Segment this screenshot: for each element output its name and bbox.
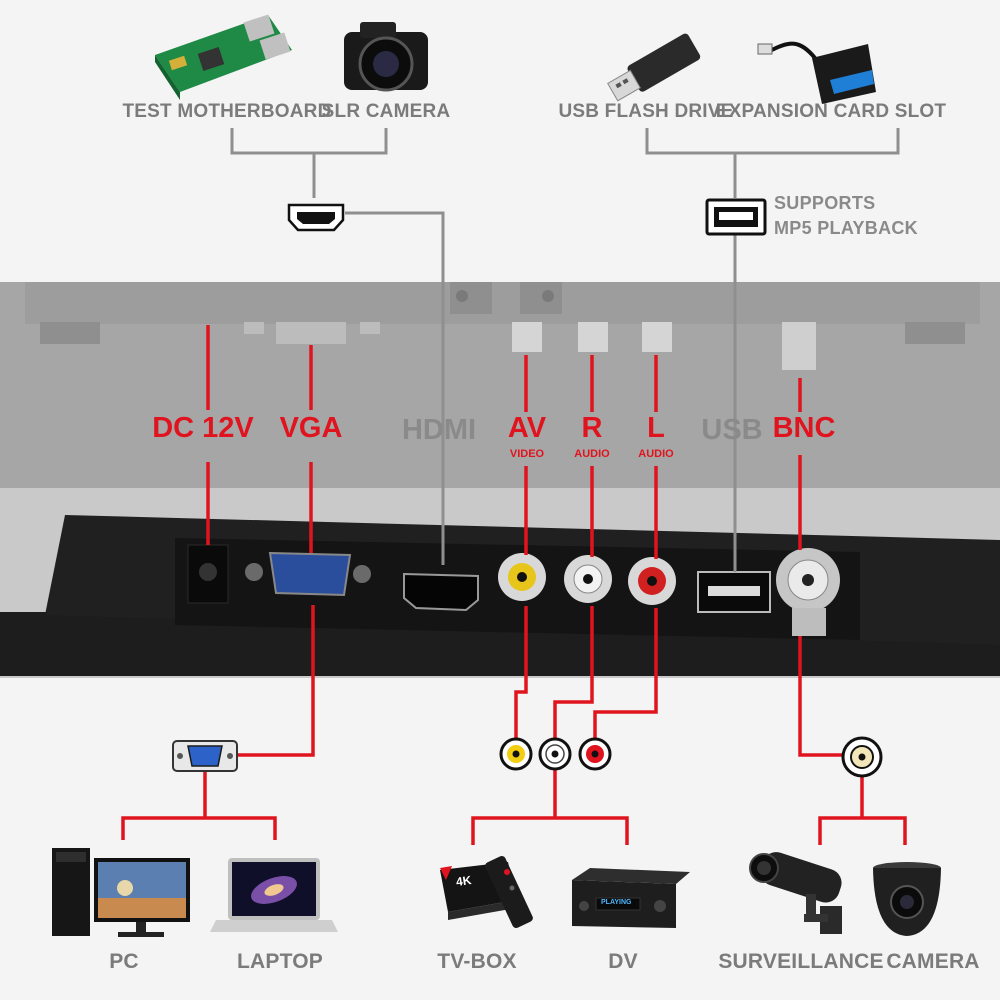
bnc-connector-icon: [841, 736, 883, 778]
slr-camera-icon: [344, 22, 428, 92]
monitor-port-panel: [0, 515, 1000, 676]
card-reader-icon: [757, 41, 876, 104]
tv-box-badge: 4K: [455, 873, 473, 889]
monitor-back: [25, 282, 980, 370]
port-label-bnc: BNC: [772, 412, 836, 444]
usb-note-line-2: MP5 PLAYBACK: [774, 218, 918, 238]
usb-note: SUPPORTS MP5 PLAYBACK: [774, 191, 918, 241]
label-test-motherboard: TEST MOTHERBOARD: [122, 101, 332, 122]
port-label-usb: USB: [701, 414, 763, 446]
label-slr-camera: SLR CAMERA: [321, 101, 451, 122]
dv-display-text: PLAYING: [601, 899, 632, 906]
raspberry-board-icon: [155, 14, 292, 100]
dome-camera-icon: [873, 862, 941, 936]
port-label-r: R: [581, 412, 603, 444]
tv-box-icon: [440, 856, 533, 928]
usb-flash-drive-icon: [607, 33, 701, 102]
port-label-dc-12v: DC 12V: [152, 412, 254, 444]
label-dv: DV: [608, 950, 638, 973]
gray-connection-lines: [230, 128, 900, 572]
bullet-camera-icon: [749, 852, 842, 934]
port-label-l: L: [647, 412, 665, 444]
label-surveillance: SURVEILLANCE: [718, 950, 884, 973]
usb-note-line-1: SUPPORTS: [774, 193, 876, 213]
label-tv-box: TV-BOX: [437, 950, 517, 973]
vga-connector-icon: [172, 740, 238, 772]
port-label-hdmi: HDMI: [401, 414, 477, 446]
usb-connector-icon: [705, 198, 767, 236]
port-sublabel-video: VIDEO: [509, 448, 545, 460]
label-expansion-card-slot: EXPANSION CARD SLOT: [715, 101, 947, 122]
label-pc: PC: [109, 950, 139, 973]
dv-player-icon: [572, 868, 690, 928]
red-connection-lines: [121, 325, 907, 845]
laptop-icon: [210, 858, 338, 932]
label-laptop: LAPTOP: [237, 950, 323, 973]
hdmi-connector-icon: [287, 203, 345, 232]
pc-icon: [52, 848, 190, 937]
rca-connector-icon: [499, 737, 612, 771]
label-usb-flash-drive: USB FLASH DRIVE: [558, 101, 734, 122]
port-label-av: AV: [507, 412, 547, 444]
port-sublabel-l-audio: AUDIO: [638, 448, 674, 460]
label-camera: CAMERA: [886, 950, 980, 973]
port-sublabel-r-audio: AUDIO: [574, 448, 610, 460]
port-label-vga: VGA: [279, 412, 343, 444]
